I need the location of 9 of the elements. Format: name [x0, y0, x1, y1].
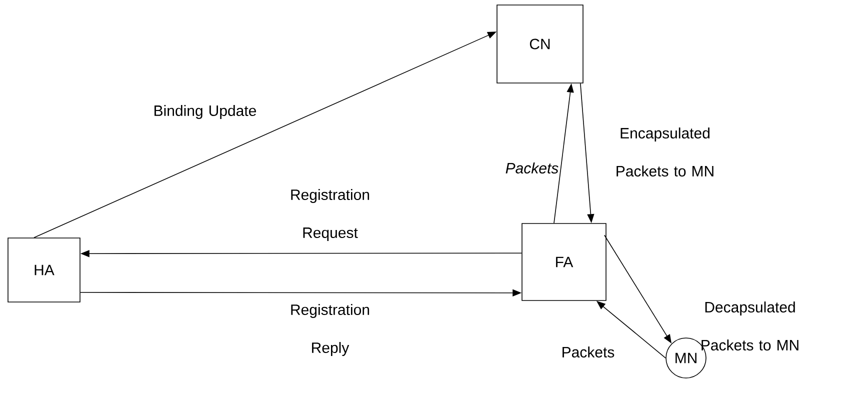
edge-label: Packets [562, 346, 614, 358]
edge-label: Registration Request [291, 189, 370, 241]
edge-label: Packets [506, 162, 558, 174]
box-node: FA [522, 223, 606, 301]
edge-label: Encapsulated Packets to MN [616, 128, 714, 176]
edge-label: Registration Reply [291, 304, 370, 356]
box-node: CN [496, 4, 584, 84]
edge-label: Binding Update [154, 105, 256, 119]
box-node: HA [8, 238, 80, 302]
